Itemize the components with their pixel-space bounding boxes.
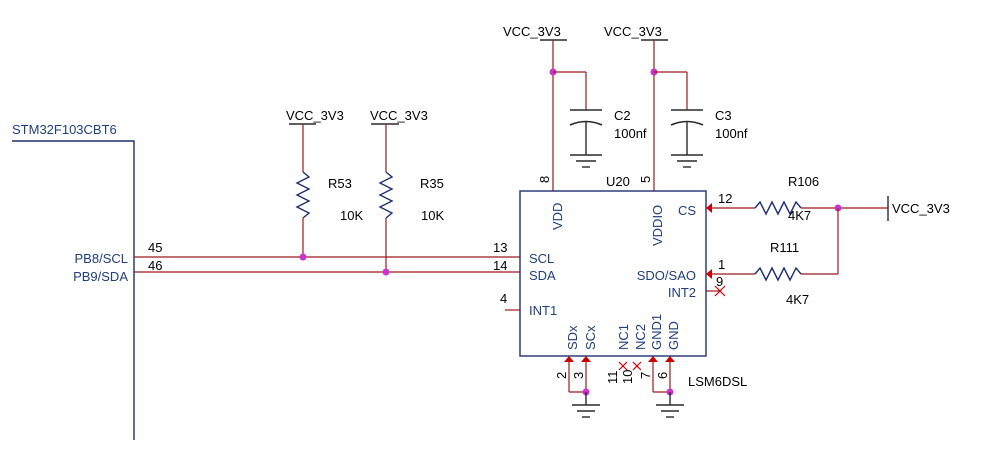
- pin-sda-label: SDA: [529, 268, 556, 283]
- pin-11-number: 11: [605, 371, 620, 385]
- pin-3-number: 3: [571, 372, 586, 379]
- int2-no-connect-line-2: [714, 285, 726, 297]
- r35-ref: R35: [420, 176, 444, 191]
- resistor-r53: VCC_3V3 R53 10K: [286, 108, 363, 261]
- pin-8-number: 8: [537, 176, 552, 183]
- ic-body: [519, 190, 707, 357]
- r111-ref: R111: [770, 240, 799, 255]
- resistor-r35: VCC_3V3 R35 10K: [370, 108, 444, 276]
- pin-int1-label: INT1: [529, 303, 557, 318]
- pin-4-number: 4: [500, 291, 507, 306]
- gnd-ground: [652, 362, 684, 418]
- r53-ref: R53: [328, 176, 352, 191]
- pin-cs-arrow-icon: [706, 203, 712, 213]
- r106-ref: R106: [788, 174, 819, 189]
- pin-gnd1-label: GND1: [649, 314, 664, 350]
- pin-sdo-label: SDO/SAO: [637, 268, 696, 283]
- pin-scx-arrow-icon: [581, 356, 591, 362]
- mcu-symbol: STM32F103CBT6 45 46 PB8/SCL PB9/SDA: [12, 122, 162, 440]
- pin-gnd1-arrow-icon: [648, 356, 658, 362]
- pin-vdd-label: VDD: [550, 203, 565, 230]
- sdx-scx-ground: [568, 362, 600, 418]
- mcu-part-label: STM32F103CBT6: [12, 122, 117, 137]
- c2-value: 100nf: [614, 126, 647, 141]
- pin-sdx-arrow-icon: [564, 356, 574, 362]
- vddio-vcc-label: VCC_3V3: [604, 24, 662, 39]
- pin-sdx-label: SDx: [565, 325, 580, 350]
- nc1-no-connect-line-2: [618, 361, 628, 371]
- mcu-pin-pb8-label: PB8/SCL: [75, 251, 128, 266]
- ic-part-label: LSM6DSL: [688, 374, 747, 389]
- r53-body: [295, 171, 311, 219]
- c3-value: 100nf: [715, 126, 748, 141]
- ic-ref: U20: [606, 174, 630, 189]
- pin-7-number: 7: [638, 372, 653, 379]
- r53-vcc-label: VCC_3V3: [286, 108, 344, 123]
- pin-nc1-label: NC1: [616, 324, 631, 350]
- r111-body: [754, 266, 802, 282]
- pin-cs-label: CS: [678, 203, 696, 218]
- c2-ref: C2: [614, 108, 631, 123]
- sda-junction: [382, 268, 390, 276]
- vddio-supply-c3: VCC_3V3 C3 100nf: [604, 24, 748, 191]
- pin-5-number: 5: [638, 176, 653, 183]
- mcu-pin-45-number: 45: [148, 240, 162, 255]
- pin-6-number: 6: [655, 372, 670, 379]
- pin-int2-label: INT2: [668, 285, 696, 300]
- mcu-pin-pb9-label: PB9/SDA: [73, 269, 128, 284]
- pin-14-number: 14: [493, 258, 507, 273]
- ic-u20: U20 LSM6DSL 8 5 VDD VDDIO 13 14 SCL SDA …: [493, 174, 747, 389]
- pin-13-number: 13: [493, 240, 507, 255]
- vdd-supply-c2: VCC_3V3 C2 100nf: [503, 24, 647, 191]
- pin-12-number: 12: [718, 191, 732, 206]
- c3-ref: C3: [715, 108, 732, 123]
- r35-body: [378, 171, 394, 219]
- pin-2-number: 2: [554, 372, 569, 379]
- nc2-no-connect-line-2: [632, 361, 642, 371]
- mcu-pin-46-number: 46: [148, 258, 162, 273]
- pin-sdo-arrow-icon: [706, 269, 712, 279]
- r35-value: 10K: [421, 208, 444, 223]
- pin-gnd-arrow-icon: [665, 356, 675, 362]
- r106-value: 4K7: [788, 208, 811, 223]
- cs-vcc-label: VCC_3V3: [892, 201, 950, 216]
- pin-scl-label: SCL: [529, 251, 554, 266]
- pin-scx-label: SCx: [583, 325, 598, 350]
- pin-1-number: 1: [718, 257, 725, 272]
- pin-gnd-label: GND: [666, 321, 681, 350]
- r53-value: 10K: [340, 208, 363, 223]
- pin-9-number: 9: [716, 274, 723, 289]
- resistor-r106-r111: VCC_3V3 R106 4K7 R111 4K7: [712, 174, 950, 307]
- pin-vddio-label: VDDIO: [650, 205, 665, 246]
- r106-body: [754, 200, 802, 216]
- mcu-body-edge: [12, 140, 135, 440]
- r35-vcc-label: VCC_3V3: [370, 108, 428, 123]
- pin-10-number: 10: [620, 370, 635, 384]
- vdd-vcc-label: VCC_3V3: [503, 24, 561, 39]
- pin-nc2-label: NC2: [633, 324, 648, 350]
- scl-junction: [299, 253, 307, 261]
- r111-value: 4K7: [786, 292, 809, 307]
